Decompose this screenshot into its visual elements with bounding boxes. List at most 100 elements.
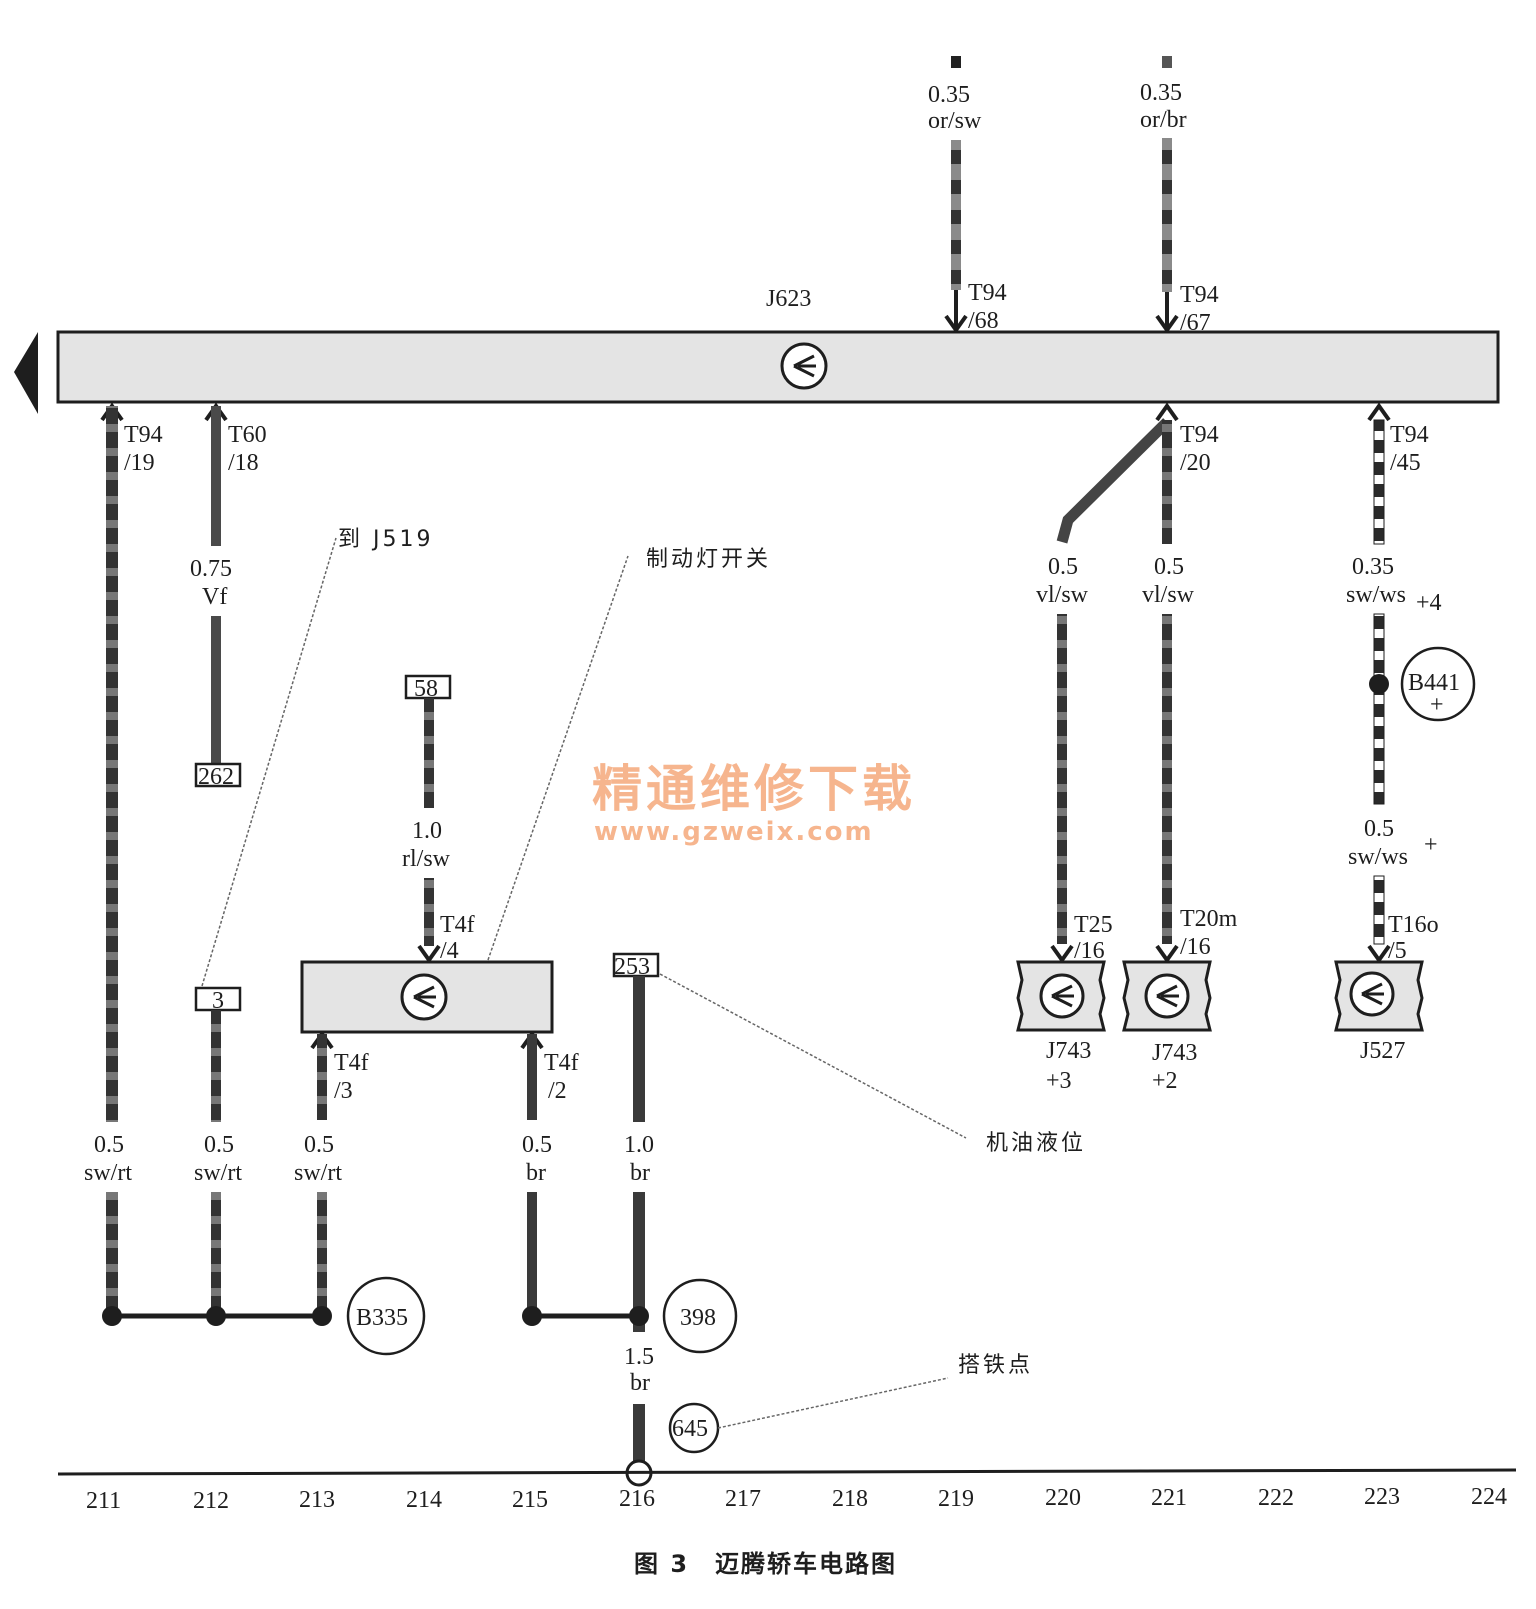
wire-size: 1.0 xyxy=(412,818,442,844)
wire-220 xyxy=(1057,614,1067,944)
splice-dot xyxy=(312,1306,332,1326)
wire-size: 0.75 xyxy=(190,556,232,582)
pin-sub: /67 xyxy=(1180,310,1211,336)
pin-label: T20m xyxy=(1180,906,1238,932)
wire-216-ground xyxy=(633,1404,645,1466)
junction-sign: + xyxy=(1430,692,1444,718)
splice-dot xyxy=(629,1306,649,1326)
wire-top-221-stub xyxy=(1162,56,1172,68)
component-note: +2 xyxy=(1152,1068,1178,1094)
wire-top-219 xyxy=(951,140,961,290)
wire-size: 0.5 xyxy=(304,1132,334,1158)
wire-223-upper xyxy=(1373,419,1385,545)
junction-label: B335 xyxy=(356,1305,408,1331)
j527-component xyxy=(1334,960,1424,1032)
junction-b441 xyxy=(1400,646,1476,722)
wire-223-mid xyxy=(1373,613,1385,805)
pin-label: T94 xyxy=(1390,422,1429,448)
ground-bus xyxy=(57,1468,1517,1476)
leader-line xyxy=(717,1377,949,1429)
wire-211 xyxy=(106,406,118,1122)
ecu-symbol-icon xyxy=(780,342,828,390)
ref-label: 253 xyxy=(614,954,650,980)
junction-b335 xyxy=(346,1276,426,1356)
pin-sub: /2 xyxy=(548,1078,567,1104)
pin-label: T4f xyxy=(544,1050,579,1076)
wire-color: br xyxy=(526,1160,546,1186)
pin-label: T25 xyxy=(1074,912,1113,938)
wire-213 xyxy=(317,1034,327,1120)
wire-note: +4 xyxy=(1416,590,1442,616)
pin-label: T16o xyxy=(1388,912,1439,938)
left-arrow-icon xyxy=(14,332,38,414)
wire-size: 0.5 xyxy=(522,1132,552,1158)
wire-220-diagonal xyxy=(1056,418,1171,544)
pin-sub: /3 xyxy=(334,1078,353,1104)
pin-arrow-icon xyxy=(944,290,968,334)
column-number: 212 xyxy=(193,1488,229,1514)
pin-arrow-icon xyxy=(1155,944,1179,964)
pin-label: T94 xyxy=(124,422,163,448)
watermark-cn: 精通维修下载 xyxy=(592,760,916,818)
pin-sub: /5 xyxy=(1388,938,1407,964)
component-name: J527 xyxy=(1360,1038,1405,1064)
wire-color: sw/rt xyxy=(194,1160,242,1186)
pin-arrow-icon xyxy=(417,944,441,964)
wire-size: 0.5 xyxy=(94,1132,124,1158)
wire-212-mid xyxy=(211,616,221,764)
pin-sub: /18 xyxy=(228,450,259,476)
column-number: 221 xyxy=(1151,1485,1187,1511)
component-name: J743 xyxy=(1152,1040,1197,1066)
watermark-url: www.gzweix.com xyxy=(594,817,874,847)
column-number: 216 xyxy=(619,1486,655,1512)
wire-color: rl/sw xyxy=(402,846,451,872)
j623-module xyxy=(56,330,1500,404)
column-number: 219 xyxy=(938,1486,974,1512)
pin-arrow-icon xyxy=(1367,944,1391,964)
wire-size: 0.35 xyxy=(1352,554,1394,580)
pin-label: T94 xyxy=(1180,422,1219,448)
pin-label: T4f xyxy=(440,912,475,938)
pin-label: T94 xyxy=(968,280,1007,306)
pin-sub: /68 xyxy=(968,308,999,334)
j743-plus3-component xyxy=(1016,960,1106,1032)
leader-line xyxy=(487,555,629,961)
wire-215 xyxy=(527,1034,537,1120)
pin-label: T60 xyxy=(228,422,267,448)
wire-214-lower xyxy=(424,878,434,946)
column-number: 223 xyxy=(1364,1484,1400,1510)
splice-dot xyxy=(1369,674,1389,694)
pin-arrow-icon xyxy=(1155,402,1179,422)
splice-dot xyxy=(206,1306,226,1326)
wire-note: + xyxy=(1424,832,1438,858)
leader-line xyxy=(659,973,967,1139)
pin-label: T4f xyxy=(334,1050,369,1076)
pin-arrow-icon xyxy=(1367,402,1391,422)
component-note: +3 xyxy=(1046,1068,1072,1094)
wire-221-upper xyxy=(1162,420,1172,544)
wire-color: or/sw xyxy=(928,108,982,134)
column-number: 224 xyxy=(1471,1484,1507,1510)
pin-sub: /20 xyxy=(1180,450,1211,476)
pin-sub: /16 xyxy=(1074,938,1105,964)
wire-color: br xyxy=(630,1160,650,1186)
wire-212-bottom xyxy=(211,1192,221,1316)
wire-top-219-stub xyxy=(951,56,961,68)
column-number: 217 xyxy=(725,1486,761,1512)
wire-color: sw/ws xyxy=(1346,582,1406,608)
column-number: 213 xyxy=(299,1487,335,1513)
wire-213-lower xyxy=(317,1192,327,1316)
column-number: 222 xyxy=(1258,1485,1294,1511)
junction-label: B441 xyxy=(1408,670,1460,696)
wire-212-lower xyxy=(211,1010,221,1122)
leader-line xyxy=(201,537,337,987)
wire-211-lower xyxy=(106,1192,118,1316)
pin-sub: /45 xyxy=(1390,450,1421,476)
pin-label: T94 xyxy=(1180,282,1219,308)
ref-label: 58 xyxy=(414,676,438,702)
annotation-brake-switch: 制动灯开关 xyxy=(646,547,771,572)
switch-symbol-icon xyxy=(400,973,448,1021)
wire-color: sw/rt xyxy=(294,1160,342,1186)
j623-label: J623 xyxy=(766,286,811,312)
